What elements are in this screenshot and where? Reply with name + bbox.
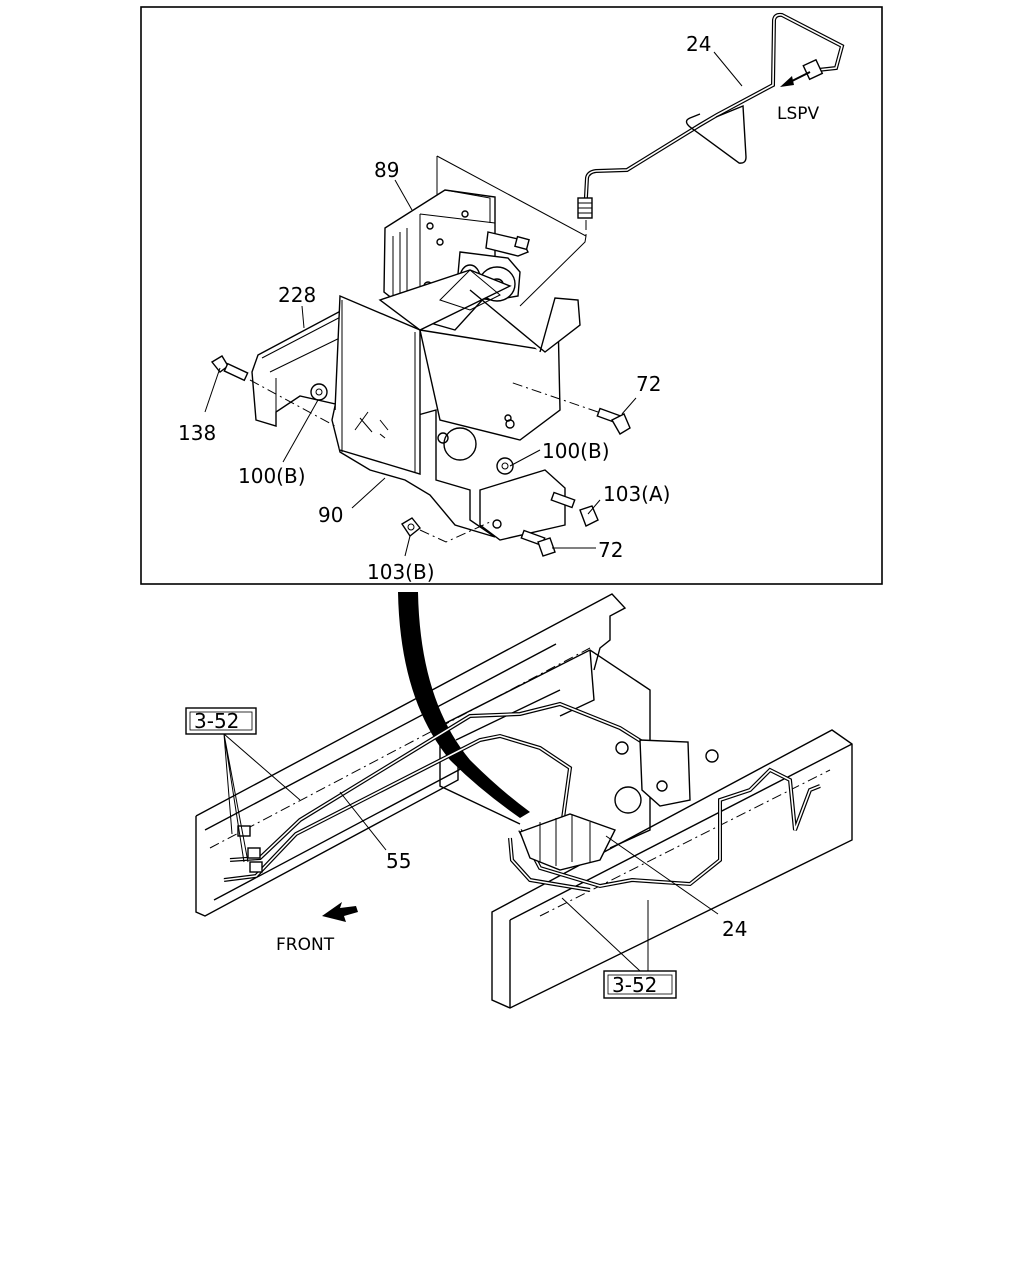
brake-pipe-24-overview [508, 767, 821, 892]
callout-103b: 103(B) [367, 560, 435, 584]
callout-72-bottom: 72 [598, 538, 623, 562]
detail-frame [140, 6, 883, 585]
detail-pointer-arrow [398, 592, 530, 818]
ref-box-3-52-left [185, 707, 301, 863]
lspv-arrow [780, 71, 811, 87]
bolt-72-bottom [520, 529, 556, 557]
callout-24-top: 24 [686, 32, 711, 56]
callout-90: 90 [318, 503, 343, 527]
callout-100b-right: 100(B) [542, 439, 610, 463]
callout-front: FRONT [276, 935, 335, 955]
bracket-90 [331, 269, 581, 541]
ref-box-3-52-right [561, 897, 677, 999]
callout-228: 228 [278, 283, 316, 307]
left-pipe-fittings [237, 825, 263, 873]
overview-leader-lines [339, 791, 719, 915]
callout-100b-left: 100(B) [238, 464, 306, 488]
bolt-138 [210, 355, 336, 427]
detail-leader-lines [204, 51, 743, 557]
callout-72-top: 72 [636, 372, 661, 396]
bolt-72-top [509, 381, 631, 435]
callout-89: 89 [374, 158, 399, 182]
left-frame-rail [195, 593, 627, 917]
nut-103b [401, 517, 491, 543]
callout-ref-3-52-right: 3-52 [612, 973, 657, 997]
abs-unit-overview [519, 739, 719, 871]
callout-103a: 103(A) [603, 482, 670, 506]
front-arrow-icon [322, 902, 358, 922]
brake-pipe-24-detail [577, 12, 845, 219]
callout-138: 138 [178, 421, 216, 445]
callout-lspv: LSPV [777, 104, 820, 124]
nut-100b-left [310, 383, 328, 401]
callout-ref-3-52-left: 3-52 [194, 709, 239, 733]
callout-55: 55 [386, 849, 411, 873]
bolt-103a [550, 491, 599, 527]
callout-24-bottom: 24 [722, 917, 747, 941]
nut-100b-right [496, 457, 514, 475]
